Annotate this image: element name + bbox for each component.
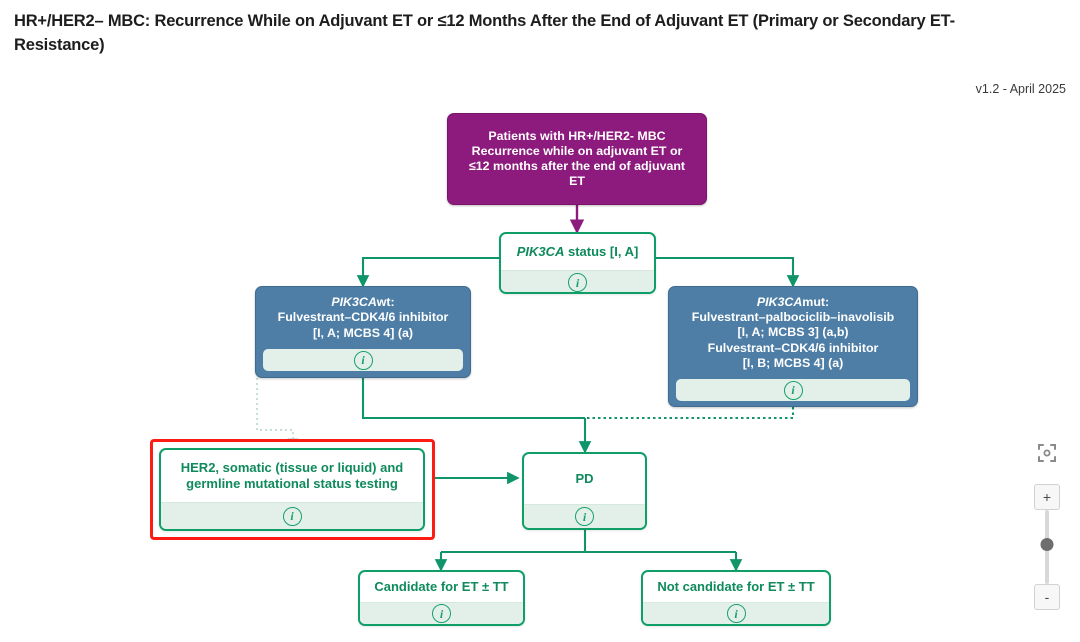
info-icon[interactable]: i — [282, 506, 302, 526]
her2-line-1: HER2, somatic (tissue or liquid) and — [180, 460, 404, 476]
root-line-4: ET — [569, 174, 585, 189]
page-title: HR+/HER2– MBC: Recurrence While on Adjuv… — [14, 12, 955, 54]
pd-label: PD — [575, 471, 594, 487]
node-pik3ca-wt[interactable]: PIK3CAwt: Fulvestrant–CDK4/6 inhibitor [… — [255, 286, 471, 378]
her2-line-2: germline mutational status testing — [186, 476, 398, 491]
info-icon[interactable]: i — [783, 380, 803, 400]
diagram-canvas[interactable]: Patients with HR+/HER2- MBC Recurrence w… — [0, 100, 1080, 642]
info-icon[interactable]: i — [432, 604, 451, 623]
node-pik3ca-status[interactable]: PIK3CA status [I, A] i — [499, 232, 656, 294]
info-icon[interactable]: i — [726, 604, 746, 623]
mut-line-2: Fulvestrant–palbociclib–inavolisib — [691, 310, 895, 325]
wt-line-2: Fulvestrant–CDK4/6 inhibitor — [277, 310, 449, 325]
wire-status-to-mut — [656, 256, 800, 288]
root-line-3: ≤12 months after the end of adjuvant — [468, 159, 686, 173]
candidate-label: Candidate for ET ± TT — [374, 579, 509, 595]
zoom-out-button[interactable]: - — [1034, 584, 1060, 610]
node-not-candidate-for-et[interactable]: Not candidate for ET ± TT i — [641, 570, 831, 626]
zoom-controls[interactable]: + - — [1032, 440, 1062, 610]
info-icon[interactable]: i — [353, 350, 373, 370]
wire-mut-to-bus — [585, 407, 795, 420]
status-rest: status [I, A] — [564, 244, 639, 260]
wt-gene: PIK3CA — [331, 295, 377, 310]
root-line-2: Recurrence while on adjuvant ET or — [471, 143, 683, 158]
connector-layer — [256, 205, 800, 572]
mut-gene: PIK3CA — [756, 295, 803, 310]
mut-line-3: [I, A; MCBS 3] (a,b) — [737, 325, 849, 340]
wt-line-3: [I, A; MCBS 4] (a) — [312, 325, 414, 340]
zoom-slider-track[interactable] — [1040, 510, 1054, 584]
zoom-slider-handle[interactable] — [1040, 538, 1054, 551]
node-pd[interactable]: PD i — [522, 452, 647, 530]
not-candidate-label: Not candidate for ET ± TT — [657, 579, 815, 595]
mut-line-5: [I, B; MCBS 4] (a) — [742, 355, 844, 370]
version-label: v1.2 - April 2025 — [975, 82, 1066, 96]
info-icon[interactable]: i — [568, 273, 587, 292]
wire-status-to-wt — [356, 256, 499, 288]
node-candidate-for-et[interactable]: Candidate for ET ± TT i — [358, 570, 525, 626]
focus-frame-icon[interactable] — [1034, 440, 1060, 466]
root-line-1: Patients with HR+/HER2- MBC — [488, 128, 666, 143]
node-patients-root[interactable]: Patients with HR+/HER2- MBC Recurrence w… — [447, 113, 707, 205]
info-icon[interactable]: i — [575, 507, 594, 526]
node-her2-testing[interactable]: HER2, somatic (tissue or liquid) and ger… — [159, 448, 425, 531]
mut-line-4: Fulvestrant–CDK4/6 inhibitor — [707, 340, 879, 355]
node-pik3ca-mut[interactable]: PIK3CAmut: Fulvestrant–palbociclib–inavo… — [668, 286, 918, 407]
status-gene: PIK3CA — [516, 244, 565, 260]
wt-suffix: wt: — [376, 295, 395, 310]
zoom-in-button[interactable]: + — [1034, 484, 1060, 510]
mut-suffix: mut: — [802, 295, 830, 310]
wire-wt-to-bus — [361, 378, 585, 420]
